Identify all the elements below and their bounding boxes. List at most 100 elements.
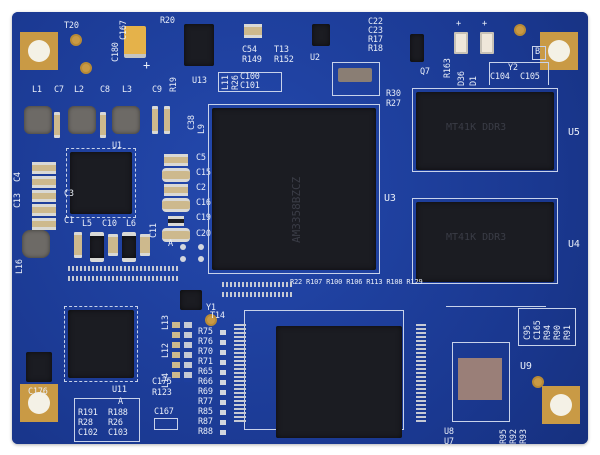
label-u11: U11 <box>112 385 127 395</box>
label-r75: R75 <box>198 327 213 337</box>
memory-outline-u5 <box>412 88 558 172</box>
silkscreen-box <box>218 72 282 92</box>
inductor-array <box>172 322 180 382</box>
label-c104: C104 <box>490 72 510 82</box>
via-row <box>68 266 178 271</box>
mounting-hole-bottom-right <box>542 386 580 424</box>
label-l2: L2 <box>74 85 84 95</box>
label-l11: L11 <box>221 75 231 90</box>
label-r17: R17 <box>368 35 383 45</box>
label-c8: C8 <box>100 85 110 95</box>
label-c4: C4 <box>13 172 23 182</box>
label-c9: C9 <box>152 85 162 95</box>
resistor-label-row: R22 R107 R100 R106 R113 R108 R129 <box>290 278 423 286</box>
label-a: A <box>118 397 123 407</box>
resistor <box>244 24 262 38</box>
via <box>180 256 186 262</box>
test-point-t20 <box>70 34 82 46</box>
capacitor-c167 <box>154 418 178 430</box>
qfp-pins-left <box>234 324 246 424</box>
memory-marking: MT41K DDR3 <box>446 232 507 243</box>
label-c101: C101 <box>240 81 260 91</box>
label-u2: U2 <box>310 53 320 63</box>
label-y2: Y2 <box>508 63 518 73</box>
label-u4: U4 <box>568 239 580 250</box>
transistor-q7 <box>410 34 424 62</box>
label-r191: R191 <box>78 408 98 418</box>
label-c175: C175 <box>152 377 172 387</box>
capacitor-c9 <box>152 106 158 134</box>
mounting-hole-top-right <box>540 32 578 70</box>
via-ring <box>532 376 544 388</box>
inductor-l1 <box>24 106 52 134</box>
label-r95: R95 <box>499 429 509 444</box>
silkscreen-box <box>532 46 546 60</box>
label-c7: C7 <box>54 85 64 95</box>
label-c2: C2 <box>196 183 206 193</box>
processor-marking: AM3358BZCZ <box>290 176 303 243</box>
memory-chip-u4: MT41K DDR3 <box>416 202 554 282</box>
label-u13: U13 <box>192 76 207 86</box>
label-c102: C102 <box>78 428 98 438</box>
label-c167-bottom: C167 <box>154 407 174 417</box>
processor-outline <box>208 104 380 274</box>
capacitor-c10 <box>108 234 118 256</box>
label-c176: C176 <box>28 387 48 397</box>
chip-u2 <box>312 24 330 46</box>
pcb-board: T20 + C180 C167 R20 R19 U13 C54 T13 R149… <box>12 12 588 444</box>
label-c16: C16 <box>196 198 211 208</box>
via-row <box>222 292 292 297</box>
mounting-hole-bottom-left <box>20 384 58 422</box>
silkscreen-box <box>74 398 140 442</box>
capacitor-c19 <box>168 216 184 226</box>
capacitor <box>32 204 56 216</box>
label-b: B <box>535 47 540 57</box>
label-c180: C180 <box>111 42 121 62</box>
label-c3: C3 <box>64 189 74 199</box>
label-c54: C54 <box>242 45 257 55</box>
label-c10: C10 <box>102 219 117 229</box>
crystal <box>338 68 372 82</box>
capacitor-c8 <box>100 112 106 138</box>
capacitor <box>32 176 56 188</box>
inductor-array <box>184 322 192 382</box>
capacitor-c7 <box>54 112 60 138</box>
label-c105: C105 <box>520 72 540 82</box>
thermal-pad-u9 <box>458 358 502 400</box>
inductor-l2 <box>68 106 96 134</box>
label-r30: R30 <box>386 89 401 99</box>
label-t13: T13 <box>274 45 289 55</box>
label-r66: R66 <box>198 377 213 387</box>
silkscreen-box <box>489 62 549 85</box>
label-l12: L12 <box>161 343 171 358</box>
chip-outline-u9 <box>452 342 510 422</box>
label-u1: U1 <box>112 141 122 151</box>
label-l6: L6 <box>126 219 136 229</box>
label-l3: L3 <box>122 85 132 95</box>
label-c165: C165 <box>533 320 543 340</box>
qfp-pins-right <box>416 324 426 424</box>
capacitor <box>140 234 150 256</box>
label-r69: R69 <box>198 387 213 397</box>
label-r123: R123 <box>152 388 172 398</box>
label-u8: U8 <box>444 427 454 437</box>
chip-u13 <box>184 24 214 66</box>
label-r76: R76 <box>198 337 213 347</box>
label-r88: R88 <box>198 427 213 437</box>
chip-small <box>26 352 52 382</box>
label-r94: R94 <box>543 325 553 340</box>
processor-chip-u3: AM3358BZCZ <box>212 108 376 270</box>
mounting-hole-top-left <box>20 32 58 70</box>
polarity-mark: + <box>456 19 461 29</box>
label-r149: R149 <box>242 55 262 65</box>
silkscreen-line <box>446 306 546 307</box>
label-c13: C13 <box>13 193 23 208</box>
via <box>198 256 204 262</box>
capacitor <box>164 106 170 134</box>
label-c5: C5 <box>196 153 206 163</box>
via-row <box>222 282 292 287</box>
label-u9: U9 <box>520 361 532 372</box>
label-r65: R65 <box>198 367 213 377</box>
capacitor-c20 <box>162 228 190 242</box>
label-u7: U7 <box>444 437 454 445</box>
